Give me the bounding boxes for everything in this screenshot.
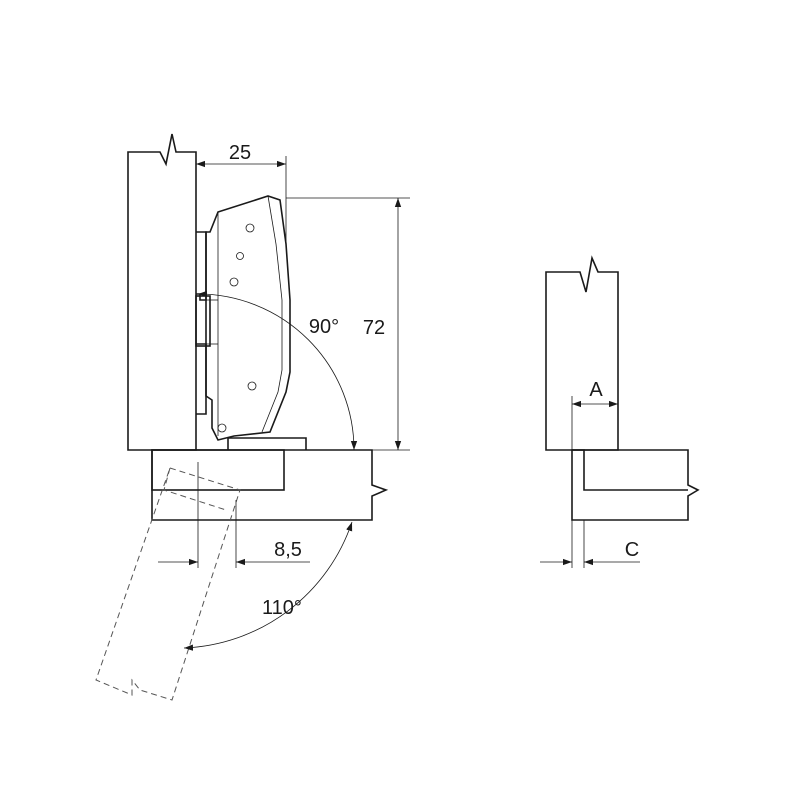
- open-door-outline: [95, 467, 241, 701]
- dimension-height: 72: [286, 197, 410, 451]
- opening-angle-90-label: 90°: [309, 316, 339, 338]
- detail-door-panel: [571, 449, 700, 521]
- main-hinge-view: 25 72 90° 110° 8,5: [95, 133, 410, 701]
- dimension-width-label: 25: [229, 142, 251, 164]
- dimension-width: 25: [196, 142, 287, 246]
- screw-hole-2: [236, 252, 244, 260]
- cabinet-side-panel: [127, 133, 197, 451]
- hinge-arm: [205, 195, 307, 450]
- dimension-offset: 8,5: [158, 462, 310, 568]
- dimension-height-label: 72: [363, 317, 385, 339]
- opening-angle-110-label: 110°: [262, 597, 302, 619]
- overlay-detail-view: A C: [540, 255, 700, 568]
- door-panel: [151, 449, 389, 521]
- screw-hole-1: [245, 223, 255, 233]
- dimension-a-label: A: [589, 379, 603, 401]
- screw-hole-5: [217, 423, 227, 433]
- detail-side-panel: [545, 255, 619, 451]
- hinge-mounting-plate: [195, 231, 211, 415]
- dimension-c-label: C: [625, 539, 639, 561]
- screw-hole-4: [247, 381, 257, 391]
- opening-angle-110: 110°: [183, 521, 353, 651]
- dimension-offset-label: 8,5: [274, 539, 302, 561]
- opening-angle-90: 90°: [197, 290, 358, 451]
- dimension-c: C: [540, 520, 640, 568]
- dimension-a: A: [571, 379, 618, 450]
- screw-hole-3: [229, 277, 239, 287]
